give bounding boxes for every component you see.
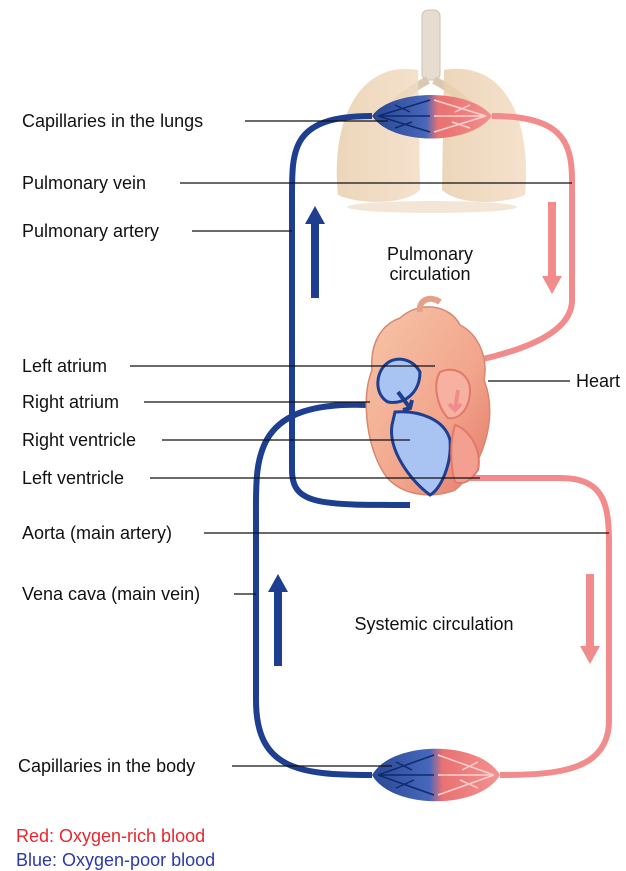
pulmonary-circulation-label: Pulmonary circulation <box>360 244 500 284</box>
legend-blue: Blue: Oxygen-poor blood <box>16 850 215 870</box>
label-capillaries-lungs: Capillaries in the lungs <box>22 111 203 131</box>
label-pulmonary-artery: Pulmonary artery <box>22 221 159 241</box>
label-heart: Heart <box>576 371 626 391</box>
heart-illustration <box>366 299 489 495</box>
label-capillaries-body: Capillaries in the body <box>18 756 195 776</box>
label-right-atrium: Right atrium <box>22 392 119 412</box>
label-left-atrium: Left atrium <box>22 356 107 376</box>
label-right-ventricle: Right ventricle <box>22 430 136 450</box>
systemic-up-arrow <box>268 574 288 666</box>
pulmonary-circulation-line2: circulation <box>360 264 500 284</box>
pulmonary-up-arrow <box>305 206 325 298</box>
leader-lines <box>130 121 609 766</box>
pulmonary-down-arrow <box>542 202 562 294</box>
label-left-ventricle: Left ventricle <box>22 468 124 488</box>
body-capillaries <box>372 749 500 802</box>
pulmonary-circulation-line1: Pulmonary <box>360 244 500 264</box>
systemic-circulation-label: Systemic circulation <box>334 614 534 634</box>
label-vena-cava: Vena cava (main vein) <box>22 584 200 604</box>
label-pulmonary-vein: Pulmonary vein <box>22 173 146 193</box>
systemic-down-arrow <box>580 574 600 664</box>
legend-red: Red: Oxygen-rich blood <box>16 826 205 846</box>
label-aorta: Aorta (main artery) <box>22 523 172 543</box>
